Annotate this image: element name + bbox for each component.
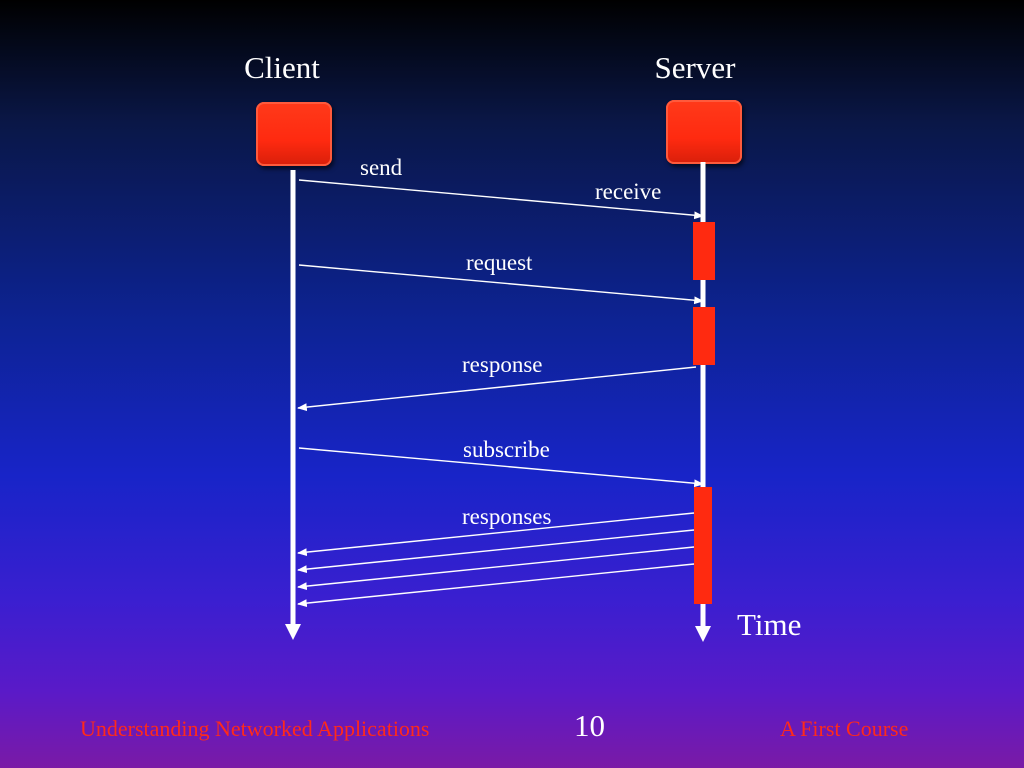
subscribe-arrow: [298, 447, 704, 488]
footer-course-title: Understanding Networked Applications: [80, 716, 430, 741]
responses-arrow: [297, 546, 695, 591]
server-activation-bar: [693, 222, 715, 280]
server-node-box: [666, 100, 742, 164]
send-label: send: [360, 155, 403, 180]
send-arrow: [298, 179, 704, 220]
response-label: response: [462, 352, 543, 377]
subscribe-label: subscribe: [463, 437, 550, 462]
request-label: request: [466, 250, 533, 275]
responses-arrow: [297, 512, 695, 557]
response-arrow: [297, 366, 697, 411]
responses-arrow: [297, 529, 695, 574]
server-lane-title: Server: [654, 50, 736, 85]
time-axis-label: Time: [737, 607, 802, 642]
server-activation-bar: [693, 307, 715, 365]
responses-label: responses: [462, 504, 552, 529]
client-lifeline-arrowhead: [285, 624, 301, 640]
page-number: 10: [574, 708, 605, 743]
client-node-box: [256, 102, 332, 166]
server-activation-bar: [694, 487, 712, 604]
client-lane-title: Client: [244, 50, 320, 85]
responses-arrow: [297, 563, 695, 608]
server-lifeline-arrowhead: [695, 626, 711, 642]
request-arrow: [298, 264, 704, 305]
receive-label: receive: [595, 179, 662, 204]
footer-subtitle: A First Course: [780, 716, 909, 741]
